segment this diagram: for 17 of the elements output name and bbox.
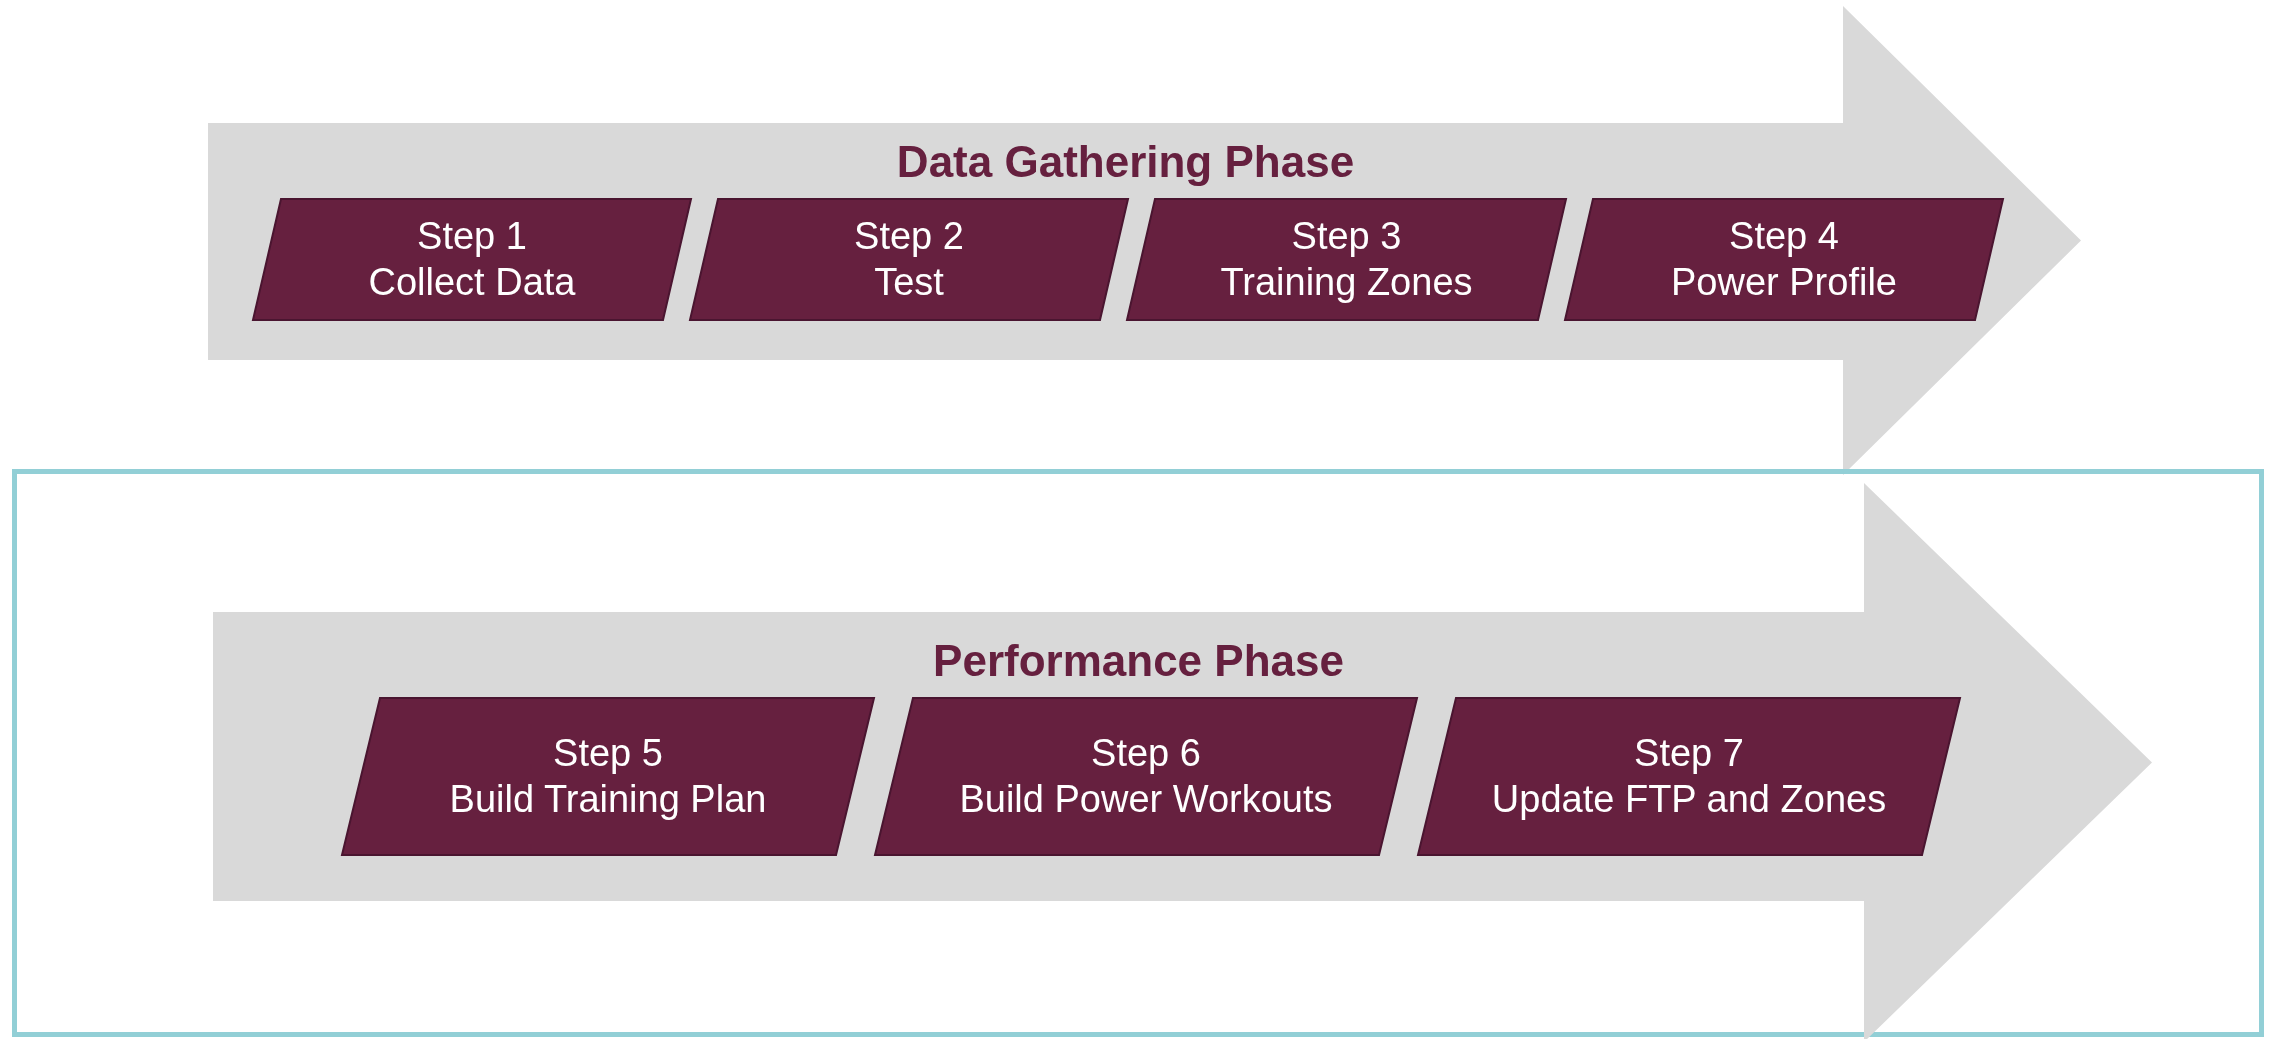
step-label: Power Profile <box>1671 259 1897 305</box>
step-label: Build Power Workouts <box>959 776 1333 822</box>
frame-box <box>12 469 2264 1037</box>
step-number: Step 1 <box>417 213 527 259</box>
step-number: Step 5 <box>553 730 663 776</box>
step-label: Training Zones <box>1220 259 1473 305</box>
phase-heading: Performance Phase <box>932 639 1345 683</box>
step-number: Step 7 <box>1634 730 1744 776</box>
step-label: Update FTP and Zones <box>1491 776 1887 822</box>
step-number: Step 3 <box>1291 213 1402 259</box>
step-label: Test <box>874 259 944 305</box>
step-number: Step 4 <box>1729 213 1839 259</box>
step-label: Build Training Plan <box>449 776 767 822</box>
phase-heading: Data Gathering Phase <box>895 140 1356 184</box>
step-label: Collect Data <box>368 259 576 305</box>
step-number: Step 2 <box>854 213 964 259</box>
step-number: Step 6 <box>1091 730 1201 776</box>
